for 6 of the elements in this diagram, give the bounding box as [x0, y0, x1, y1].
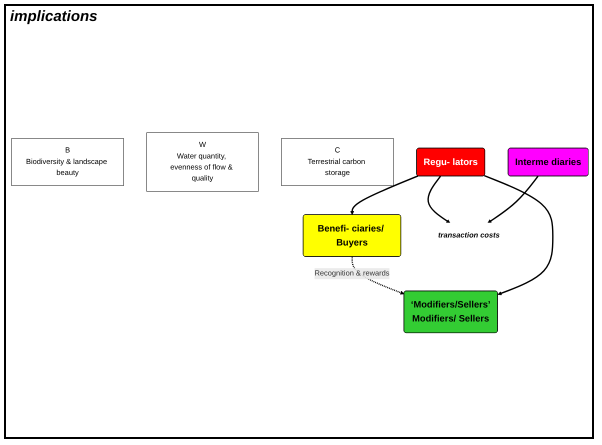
- arrow: [427, 176, 450, 223]
- arrow: [350, 175, 418, 215]
- arrow: [484, 174, 554, 295]
- arrow: [351, 256, 404, 294]
- arrow: [488, 176, 539, 223]
- note-text: implications: [10, 8, 98, 25]
